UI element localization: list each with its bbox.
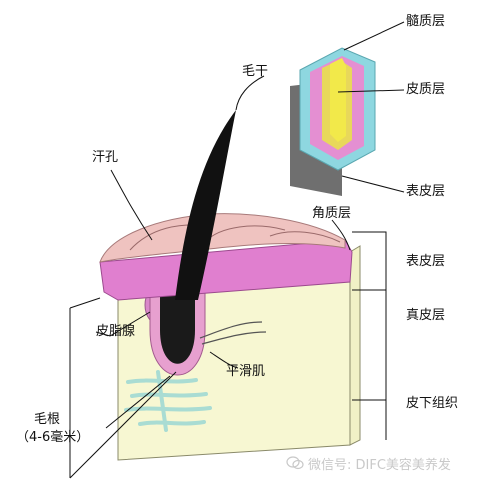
epidermis-slab <box>99 213 353 301</box>
label-stratum-corneum: 角质层 <box>312 206 352 221</box>
label-medulla: 髓质层 <box>406 14 446 29</box>
watermark: 微信号: DIFC美容美养发 <box>286 452 451 474</box>
label-cuticle: 表皮层 <box>406 184 446 199</box>
nerve-fibers <box>124 370 212 432</box>
label-dermis: 真皮层 <box>406 308 446 323</box>
label-smooth-muscle: 平滑肌 <box>226 364 266 379</box>
hair-shaft <box>175 110 236 300</box>
label-sebaceous-gland: 皮脂腺 <box>96 324 136 339</box>
label-epidermis: 表皮层 <box>406 254 446 269</box>
label-pore: 汗孔 <box>92 150 119 165</box>
leader-lines <box>69 21 405 479</box>
hair-cross-section <box>290 47 376 196</box>
label-subcutis: 皮下组织 <box>406 396 459 411</box>
wechat-icon <box>286 456 304 470</box>
label-root-length: （4-6毫米） <box>16 430 90 445</box>
label-shaft: 毛干 <box>242 64 269 79</box>
label-cortex: 皮质层 <box>406 82 446 97</box>
watermark-text: 微信号: DIFC美容美养发 <box>308 457 451 473</box>
smooth-muscle <box>199 321 267 345</box>
hair-follicle <box>149 289 206 376</box>
label-root: 毛根 <box>34 412 61 427</box>
